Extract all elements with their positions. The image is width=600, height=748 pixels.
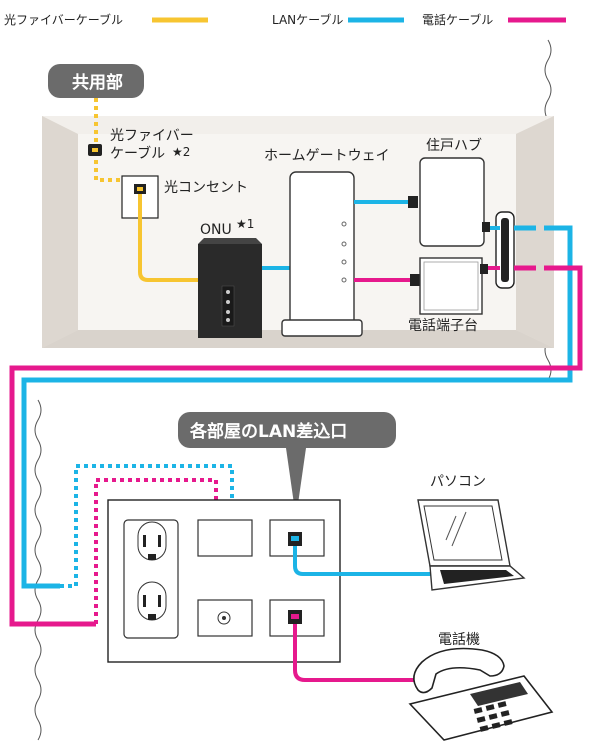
- optical-outlet-label: 光コンセント: [164, 180, 248, 196]
- home-gateway-icon: [281, 171, 363, 337]
- lan-cable-inwall: [60, 464, 234, 588]
- phone-cable-inwall: [94, 478, 218, 624]
- room-lan-outlet-label: 各部屋のLAN差込口: [189, 421, 347, 442]
- telephone-label: 電話機: [438, 631, 480, 648]
- common-area-callout: 共用部: [48, 64, 144, 98]
- telephone-icon: [408, 647, 554, 741]
- pc-label: パソコン: [430, 474, 486, 490]
- room-lan-callout: 各部屋のLAN差込口: [178, 412, 396, 518]
- fiber-cable-label-2: ケーブル: [110, 145, 165, 162]
- onu-mark: ★1: [236, 217, 254, 231]
- terminal-block-icon: [419, 257, 483, 315]
- onu-label: ONU: [200, 222, 232, 238]
- lan-cable-run: [21, 225, 573, 589]
- legend-fiber-label: 光ファイバーケーブル: [4, 12, 123, 27]
- onu-icon: [198, 238, 262, 338]
- legend: 光ファイバーケーブル LANケーブル 電話ケーブル: [4, 12, 566, 27]
- legend-lan-label: LANケーブル: [272, 12, 343, 27]
- laptop-icon: [417, 499, 526, 591]
- fiber-cable-label-1: 光ファイバー: [110, 128, 194, 144]
- fiber-cable-mark: ★2: [172, 145, 190, 159]
- phone-cable-to-telephone: [293, 624, 428, 682]
- fiber-cable-dotted: [94, 160, 130, 182]
- home-gateway-label: ホームゲートウェイ: [264, 148, 390, 164]
- wall-cut-left: [34, 399, 42, 741]
- phone-terminal-label: 電話端子台: [408, 317, 478, 334]
- phone-cable-run: [9, 265, 583, 627]
- hub-icon: [419, 157, 485, 247]
- fiber-cable-to-onu: [138, 194, 198, 282]
- lan-cable-to-pc: [293, 546, 432, 576]
- residence-hub-label: 住戸ハブ: [426, 137, 482, 154]
- wall-outlet-icon: [107, 499, 341, 663]
- common-area-label: 共用部: [72, 72, 123, 93]
- legend-phone-label: 電話ケーブル: [422, 12, 493, 27]
